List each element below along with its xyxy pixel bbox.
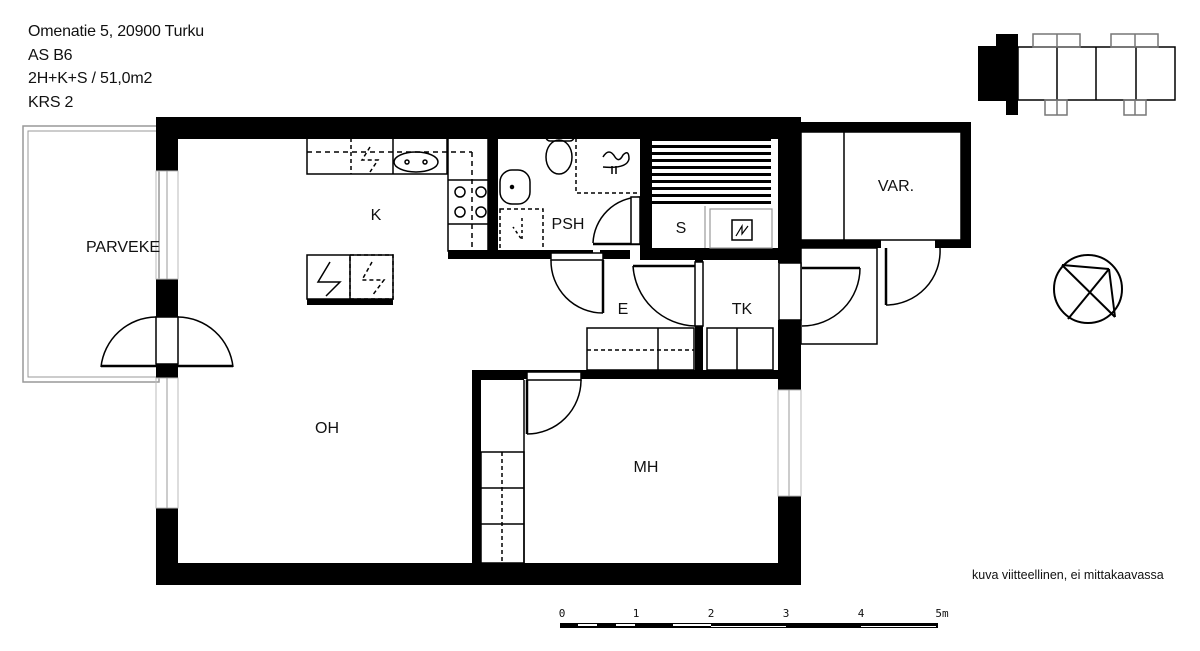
room-label-entry: E	[617, 301, 629, 318]
sauna-stove	[704, 206, 773, 249]
scale-tick-1: 1	[632, 607, 640, 620]
scale-tick-3: 3	[782, 607, 790, 620]
room-label-balcony: PARVEKE	[85, 239, 161, 256]
layout-area: 2H+K+S / 51,0m2	[28, 70, 153, 87]
apartment-id: AS B6	[28, 46, 73, 64]
room-label-utility: TK	[731, 301, 753, 318]
kitchen-counters	[306, 130, 489, 305]
room-label-bedroom: MH	[633, 459, 659, 476]
north-arrow-icon	[1053, 254, 1123, 324]
disclaimer-note: kuva viitteellinen, ei mittakaavassa	[972, 568, 1164, 582]
room-label-bathroom: PSH	[551, 216, 585, 233]
balcony	[22, 125, 160, 383]
sauna-benches	[652, 138, 771, 204]
room-label-living: OH	[315, 420, 339, 437]
balcony-door	[100, 316, 234, 368]
scale-tick-4: 4	[857, 607, 865, 620]
scale-tick-5: 5m	[935, 607, 949, 620]
floor-number: KRS 2	[28, 93, 74, 111]
storage-room	[800, 131, 962, 345]
building-key-plan-icon	[978, 33, 1176, 116]
room-label-storage: VAR.	[877, 178, 915, 195]
address: Omenatie 5, 20900 Turku	[28, 23, 204, 40]
windows	[155, 170, 802, 509]
apartment-info: Omenatie 5, 20900 Turku AS B6 2H+K+S / 5…	[28, 20, 204, 114]
scale-tick-2: 2	[707, 607, 715, 620]
room-label-sauna: S	[675, 220, 687, 237]
room-label-kitchen: K	[370, 207, 382, 224]
walls	[156, 117, 971, 585]
hallway-doors	[480, 252, 802, 564]
scale-bar	[560, 623, 938, 628]
scale-tick-0: 0	[558, 607, 566, 620]
bathroom-fixtures	[499, 128, 641, 253]
